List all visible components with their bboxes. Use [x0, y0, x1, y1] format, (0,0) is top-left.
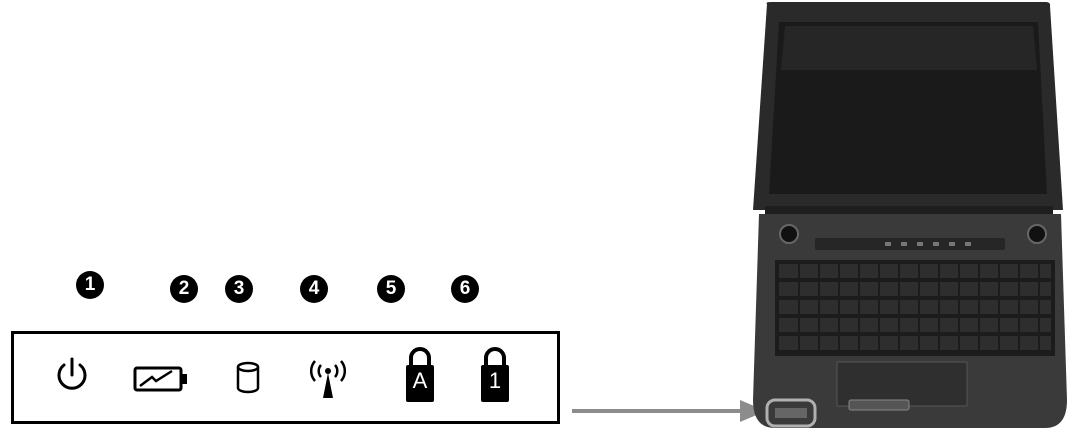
- callout-1: 1: [76, 271, 104, 299]
- caps-lock-icon: A: [405, 344, 435, 406]
- pointer-arrow-icon: [572, 398, 772, 428]
- wireless-icon: [306, 356, 350, 400]
- caps-lock-letter: A: [412, 368, 428, 393]
- hard-disk-icon: [233, 360, 263, 396]
- power-icon: [54, 356, 90, 394]
- callout-6: 6: [451, 275, 479, 303]
- callout-3: 3: [225, 275, 253, 303]
- callout-2: 2: [170, 275, 198, 303]
- num-lock-icon: 1: [480, 344, 510, 406]
- indicator-panel: A 1: [11, 331, 560, 424]
- callout-4: 4: [300, 275, 328, 303]
- num-lock-letter: 1: [488, 368, 502, 393]
- battery-charging-icon: [132, 364, 190, 394]
- callout-5: 5: [377, 275, 405, 303]
- laptop-illustration: [745, 0, 1075, 435]
